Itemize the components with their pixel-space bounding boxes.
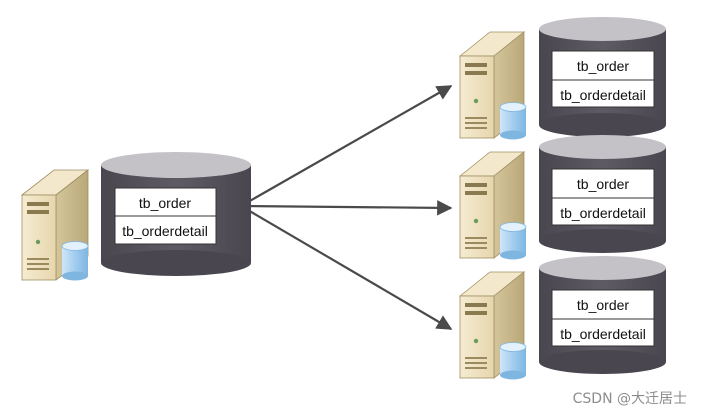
- database-icon: [499, 222, 527, 260]
- table-box: tb_order tb_orderdetail: [551, 168, 655, 226]
- arrow-to-node-1: [240, 85, 453, 207]
- source-node: tb_order tb_orderdetail: [20, 152, 251, 281]
- table-label-orderdetail: tb_orderdetail: [560, 326, 646, 342]
- arrow-to-node-2: [240, 200, 453, 216]
- target-node-2: tb_order tb_orderdetail: [458, 135, 666, 260]
- table-box: tb_order tb_orderdetail: [551, 50, 655, 108]
- database-icon: [499, 102, 527, 140]
- table-label-orderdetail: tb_orderdetail: [560, 87, 646, 103]
- table-label-order: tb_order: [577, 297, 629, 313]
- target-node-1: tb_order tb_orderdetail: [458, 17, 666, 140]
- table-label-orderdetail: tb_orderdetail: [122, 223, 208, 239]
- arrows: [240, 85, 453, 330]
- table-label-orderdetail: tb_orderdetail: [560, 205, 646, 221]
- arrow-to-node-3: [240, 205, 453, 330]
- watermark: CSDN @大迁居士: [572, 391, 687, 407]
- table-label-order: tb_order: [139, 195, 191, 211]
- table-box: tb_order tb_orderdetail: [114, 187, 217, 245]
- target-node-3: tb_order tb_orderdetail: [458, 256, 666, 380]
- table-box: tb_order tb_orderdetail: [551, 289, 655, 347]
- table-label-order: tb_order: [577, 58, 629, 74]
- table-label-order: tb_order: [577, 176, 629, 192]
- database-icon: [499, 342, 527, 380]
- database-cylinder-icon: [101, 152, 251, 276]
- database-icon: [61, 241, 89, 281]
